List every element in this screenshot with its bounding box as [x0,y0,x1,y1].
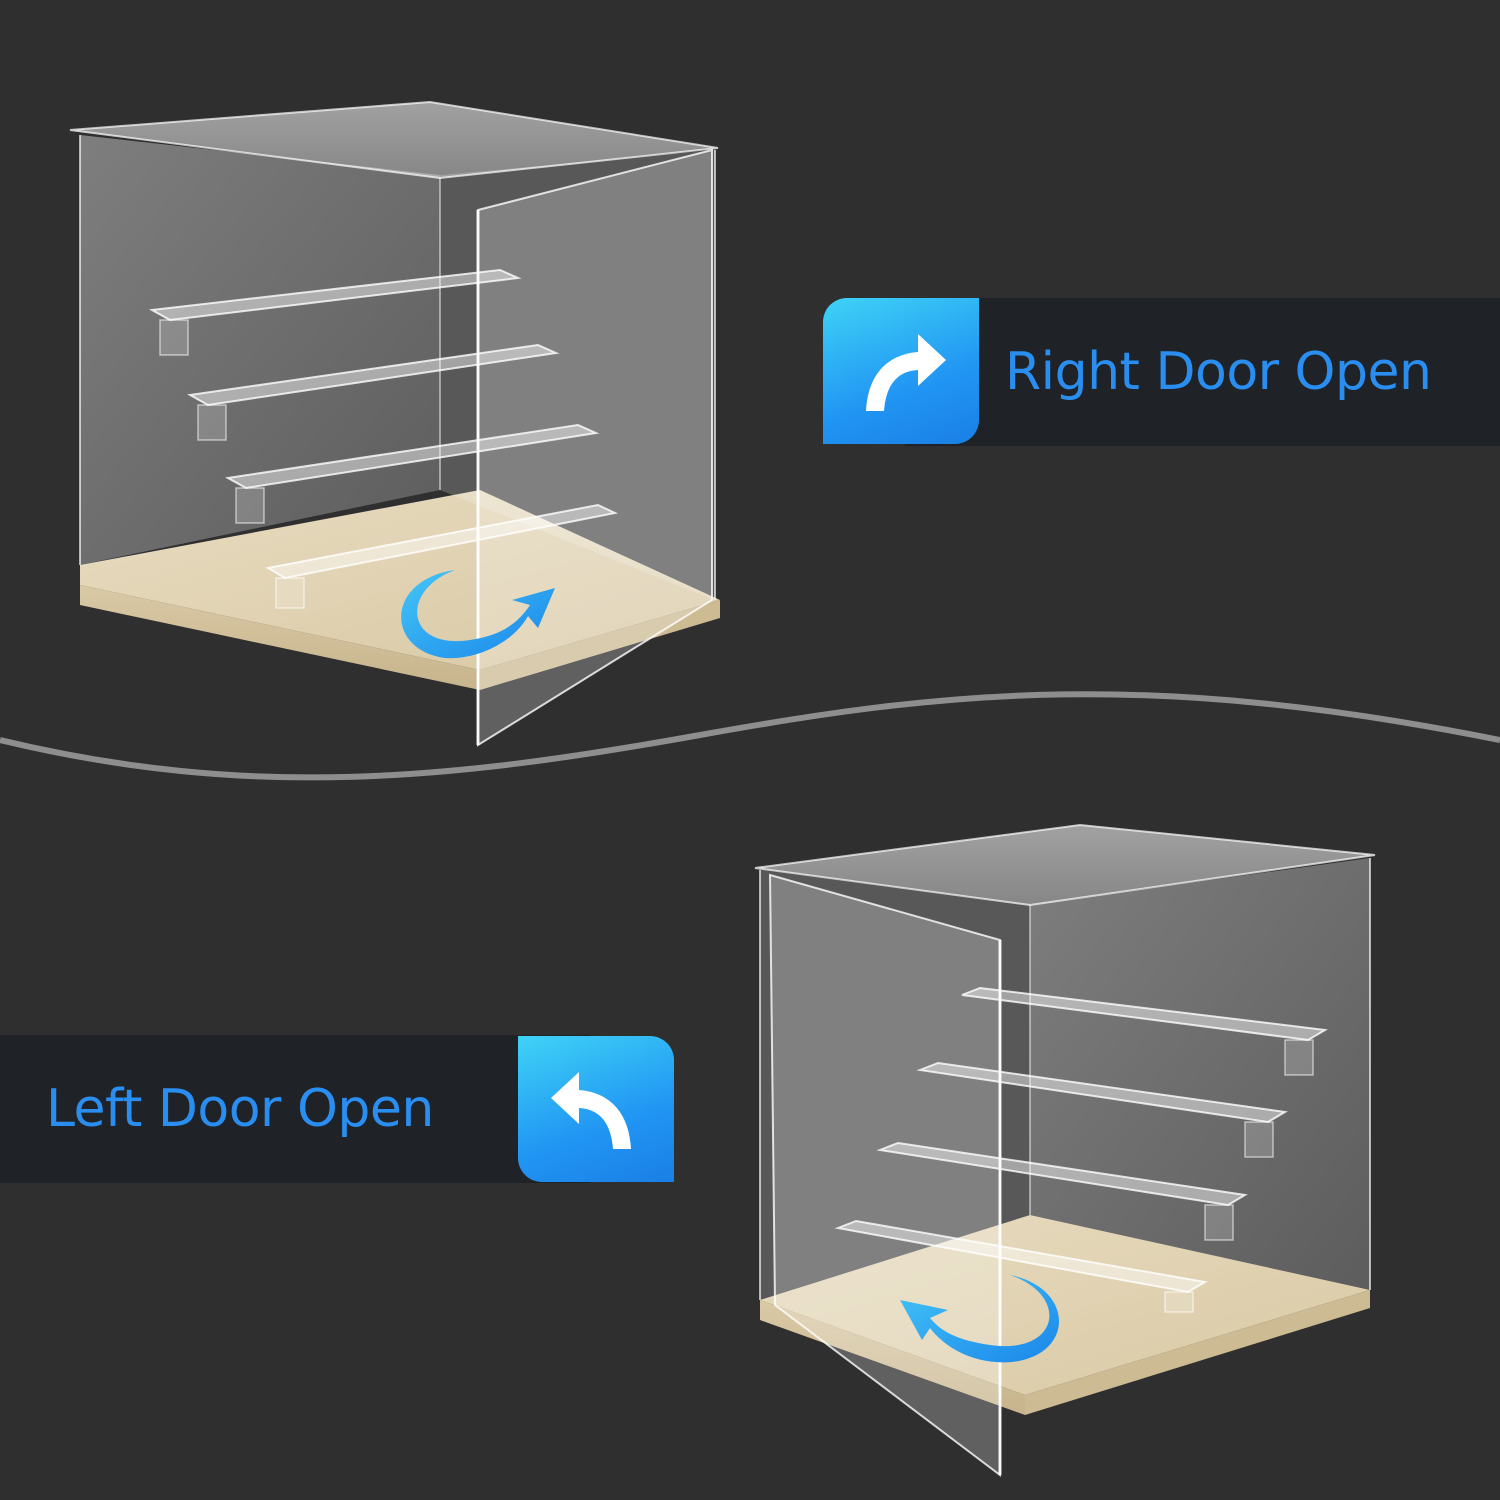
right-door-label: Right Door Open [1005,342,1432,402]
wave-divider [0,691,1500,781]
top-display-case [69,100,720,747]
right-door-label-banner: Right Door Open [905,298,1500,446]
curved-arrow-left-glyph [551,1072,631,1149]
curved-arrow-left-icon [518,1036,674,1182]
curved-arrow-right-glyph [866,334,946,411]
bottom-case-shelves [834,986,1329,1294]
top-case-lid [69,100,719,180]
bottom-display-case [754,823,1376,1478]
left-door-label: Left Door Open [46,1079,434,1139]
top-case-right-door [477,148,713,747]
top-case-wood-base [80,490,720,670]
curved-arrow-right-icon [823,298,979,444]
bottom-case-lid [754,823,1376,907]
left-door-label-banner: Left Door Open [0,1035,590,1183]
top-case-shelves [148,268,619,580]
top-swing-arrow-icon [401,570,555,659]
bottom-swing-arrow-icon [900,1275,1060,1363]
bottom-case-left-door [768,873,1001,1478]
bottom-case-wood-base [760,1215,1370,1395]
